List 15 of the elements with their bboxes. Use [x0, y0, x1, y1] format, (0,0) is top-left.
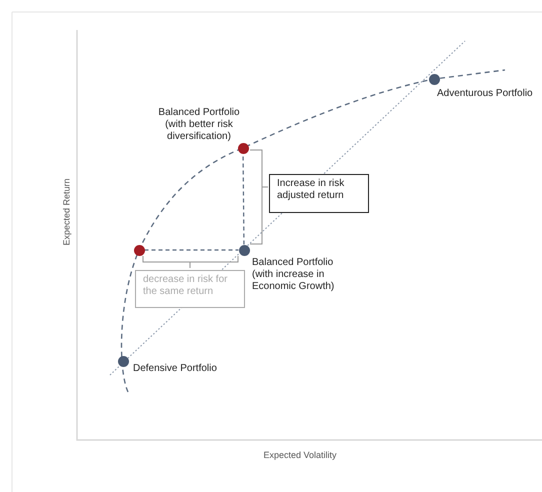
portfolio-dot — [238, 244, 250, 256]
portfolio-label: Balanced Portfolio (with better risk diversification) — [157, 107, 241, 143]
portfolio-label: Adventurous Portfolio — [437, 88, 534, 100]
portfolio-label: Defensive Portfolio — [133, 363, 218, 375]
portfolio-dot — [238, 142, 248, 154]
axis-title: Expected Volatility — [264, 450, 337, 460]
portfolio-dot — [428, 74, 440, 84]
connector-line — [144, 249, 238, 251]
portfolio-dot — [134, 244, 144, 256]
annotation-box: decrease in risk for the same return — [135, 270, 245, 308]
connector-line — [242, 154, 245, 244]
axis-title: Expected Return — [61, 178, 72, 246]
portfolio-label: Balanced Portfolio (with increase in Economic Growth) — [252, 257, 336, 293]
annotation-box: Increase in risk adjusted return — [269, 174, 369, 213]
portfolio-dot — [118, 356, 128, 366]
